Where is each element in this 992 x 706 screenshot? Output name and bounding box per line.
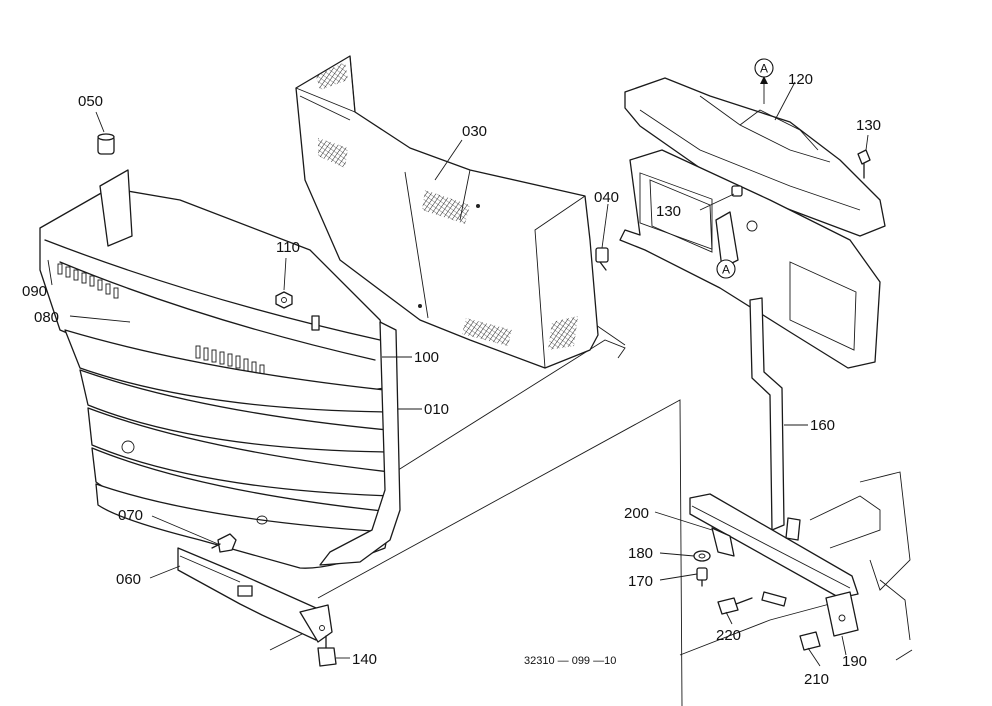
radiator-support-frame (619, 149, 881, 369)
label-050: 050 (78, 93, 103, 110)
bolt-140 (317, 635, 337, 667)
front-grille-080 (39, 169, 401, 569)
label-120: 120 (788, 71, 813, 88)
top-cover-120 (624, 77, 886, 237)
bolt-130-lower (731, 185, 743, 197)
washer-180 (693, 550, 711, 562)
bolt-220 (717, 591, 787, 615)
label-030: 030 (462, 123, 487, 140)
label-130-lower: 130 (656, 203, 681, 220)
bolt-070 (211, 533, 237, 553)
label-040: 040 (594, 189, 619, 206)
bottom-bracket-200 (689, 493, 859, 637)
label-180: 180 (628, 545, 653, 562)
label-110: 110 (276, 239, 300, 256)
callout-letter: A (760, 62, 768, 76)
label-160: 160 (810, 417, 835, 434)
label-100: 100 (414, 349, 439, 366)
leader-lines (47, 76, 869, 667)
label-090: 090 (22, 283, 47, 300)
callout-marker-lower: A (716, 259, 736, 279)
label-060: 060 (116, 571, 141, 588)
label-080: 080 (34, 309, 59, 326)
stay-160 (749, 297, 785, 531)
bolt-170 (696, 567, 708, 587)
label-140: 140 (352, 651, 377, 668)
label-200: 200 (624, 505, 649, 522)
engine-context-lines (809, 471, 913, 661)
label-190: 190 (842, 653, 867, 670)
nut-110 (275, 291, 293, 309)
vent-slots-right (195, 345, 265, 378)
bolt-210 (799, 631, 821, 651)
label-130-upper: 130 (856, 117, 881, 134)
figure-code: 32310 — 099 —10 (524, 655, 616, 667)
label-070: 070 (118, 507, 143, 524)
cap-050 (97, 133, 115, 155)
callout-marker-top: A (754, 58, 774, 78)
label-010: 010 (424, 401, 449, 418)
bolt-130-upper (857, 149, 871, 179)
bolt-040 (595, 247, 609, 271)
hood-panel-030 (295, 55, 599, 369)
label-220: 220 (716, 627, 741, 644)
part-labels: 050 090 080 110 100 010 030 040 070 060 … (22, 71, 881, 688)
vent-slots-left (57, 263, 119, 299)
label-210: 210 (804, 671, 829, 688)
label-170: 170 (628, 573, 653, 590)
stud-110 (311, 315, 320, 331)
callout-letter: A (722, 263, 730, 277)
bracket-060 (177, 547, 333, 643)
